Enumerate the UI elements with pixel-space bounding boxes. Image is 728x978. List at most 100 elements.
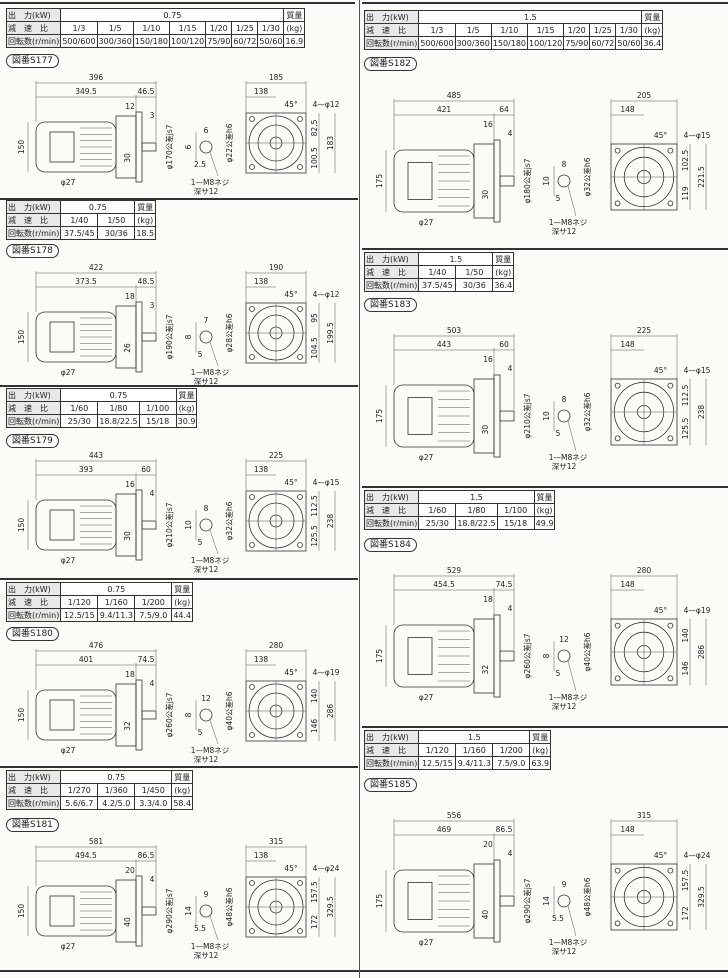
mass-header: 質量 (175, 388, 198, 402)
dim-c: 30 (481, 190, 490, 200)
angle: 45° (654, 851, 668, 860)
mount-hole (667, 435, 674, 442)
divider (362, 248, 728, 250)
mass-header: 質量 (529, 730, 552, 744)
gearbox (115, 115, 137, 179)
mount-hole (667, 920, 674, 927)
speed-header: 回転数(r/min) (5, 608, 62, 622)
shaft-section (199, 708, 213, 722)
speed-value: 150/180 (490, 36, 529, 50)
motor-length: 494.5 (75, 851, 97, 860)
speed-value: 300/360 (96, 34, 134, 48)
flange-width: 315 (637, 811, 652, 820)
dim-h2: 119 (681, 186, 690, 201)
output-value: 1.5 (418, 10, 643, 24)
shaft-extension: 86.5 (138, 851, 155, 860)
mount-hole (614, 435, 621, 442)
side-view (27, 459, 219, 561)
dim-h1: 157.5 (310, 881, 319, 903)
tap-hole: 1—M8ネジ (549, 218, 588, 227)
flange (493, 859, 501, 943)
front-view (245, 81, 336, 174)
dim-h1: 157.5 (681, 870, 690, 892)
shaft-extension: 64 (499, 105, 509, 114)
side-view (385, 574, 577, 698)
dim-a: 18 (125, 292, 135, 301)
output-value: 0.75 (60, 770, 173, 784)
flange (135, 301, 143, 373)
mount-hole (614, 920, 621, 927)
tap-depth: 深サ12 (552, 702, 577, 711)
ratio-value: 1/15 (527, 23, 565, 37)
dim-c: 32 (481, 665, 490, 675)
ratio-header: 減 速 比 (363, 23, 420, 37)
dim-h3: 221.5 (697, 166, 706, 188)
speed-value: 30/36 (97, 226, 136, 240)
tap-depth: 深サ12 (194, 755, 219, 764)
key-width: 12 (559, 635, 569, 644)
flange-offset: 138 (254, 87, 269, 96)
key-height: 10 (184, 520, 193, 530)
tap-hole: 1—M8ネジ (191, 178, 230, 187)
ratio-value: 1/200 (492, 743, 531, 757)
ratio-header: 減 速 比 (5, 401, 62, 415)
speed-value: 37.5/45 (418, 278, 457, 292)
mass-value: 44.4 (171, 608, 194, 622)
flange-width: 280 (637, 566, 652, 575)
gearbox (473, 618, 495, 694)
mass-header: 質量 (134, 200, 157, 214)
speed-value: 100/120 (169, 34, 207, 48)
figure-number: 図番S182 (364, 57, 417, 71)
mass-header: 質量 (641, 10, 664, 24)
mass-unit: (kg) (134, 213, 157, 227)
shaft-diameter: φ32公差h6 (224, 501, 234, 540)
speed-value: 25/30 (418, 516, 457, 530)
speed-header: 回転数(r/min) (363, 36, 420, 50)
speed-header: 回転数(r/min) (5, 34, 62, 48)
mount-hole (667, 147, 674, 154)
dim-c: 32 (123, 721, 132, 731)
side-view (385, 819, 577, 943)
shaft-diameter: φ48公差h6 (224, 887, 234, 926)
overall-length: 396 (89, 73, 104, 82)
cable-diameter: φ27 (61, 368, 76, 377)
cable-diameter: φ27 (61, 556, 76, 565)
center-height: 150 (17, 140, 26, 155)
key-width: 8 (562, 395, 567, 404)
ratio-value: 1/30 (257, 21, 285, 35)
shaft-section (557, 894, 571, 908)
output-shaft (141, 710, 157, 720)
shaft-extension: 86.5 (496, 825, 513, 834)
front-view (610, 99, 707, 211)
dim-h1: 102.5 (681, 150, 690, 172)
key-depth: 5.5 (194, 924, 206, 933)
tap-hole: 1—M8ネジ (549, 693, 588, 702)
cable-diameter: φ27 (61, 942, 76, 951)
output-value: 0.75 (60, 200, 136, 214)
speed-value: 50/60 (257, 34, 285, 48)
mount-hole (249, 542, 255, 548)
speed-value: 12.5/15 (60, 608, 99, 622)
speed-value: 5.6/6.7 (60, 796, 99, 810)
terminal-box (49, 699, 75, 731)
speed-value: 75/90 (563, 36, 591, 50)
key-depth: 5 (198, 350, 203, 359)
shaft-diameter: φ32公差h6 (582, 392, 592, 431)
dim-h3: 199.5 (326, 322, 335, 344)
dim-a: 16 (483, 355, 493, 364)
mount-holes: 4—φ24 (684, 851, 711, 860)
motor-length: 421 (437, 105, 452, 114)
divider (0, 198, 358, 200)
overall-length: 422 (89, 263, 104, 272)
angle: 45° (284, 864, 298, 873)
ratio-value: 1/60 (60, 401, 99, 415)
ratio-header: 減 速 比 (363, 265, 420, 279)
center-height: 150 (17, 708, 26, 723)
ratio-header: 減 速 比 (5, 213, 62, 227)
ratio-value: 1/15 (169, 21, 207, 35)
flange (493, 139, 501, 223)
side-view (27, 845, 219, 947)
